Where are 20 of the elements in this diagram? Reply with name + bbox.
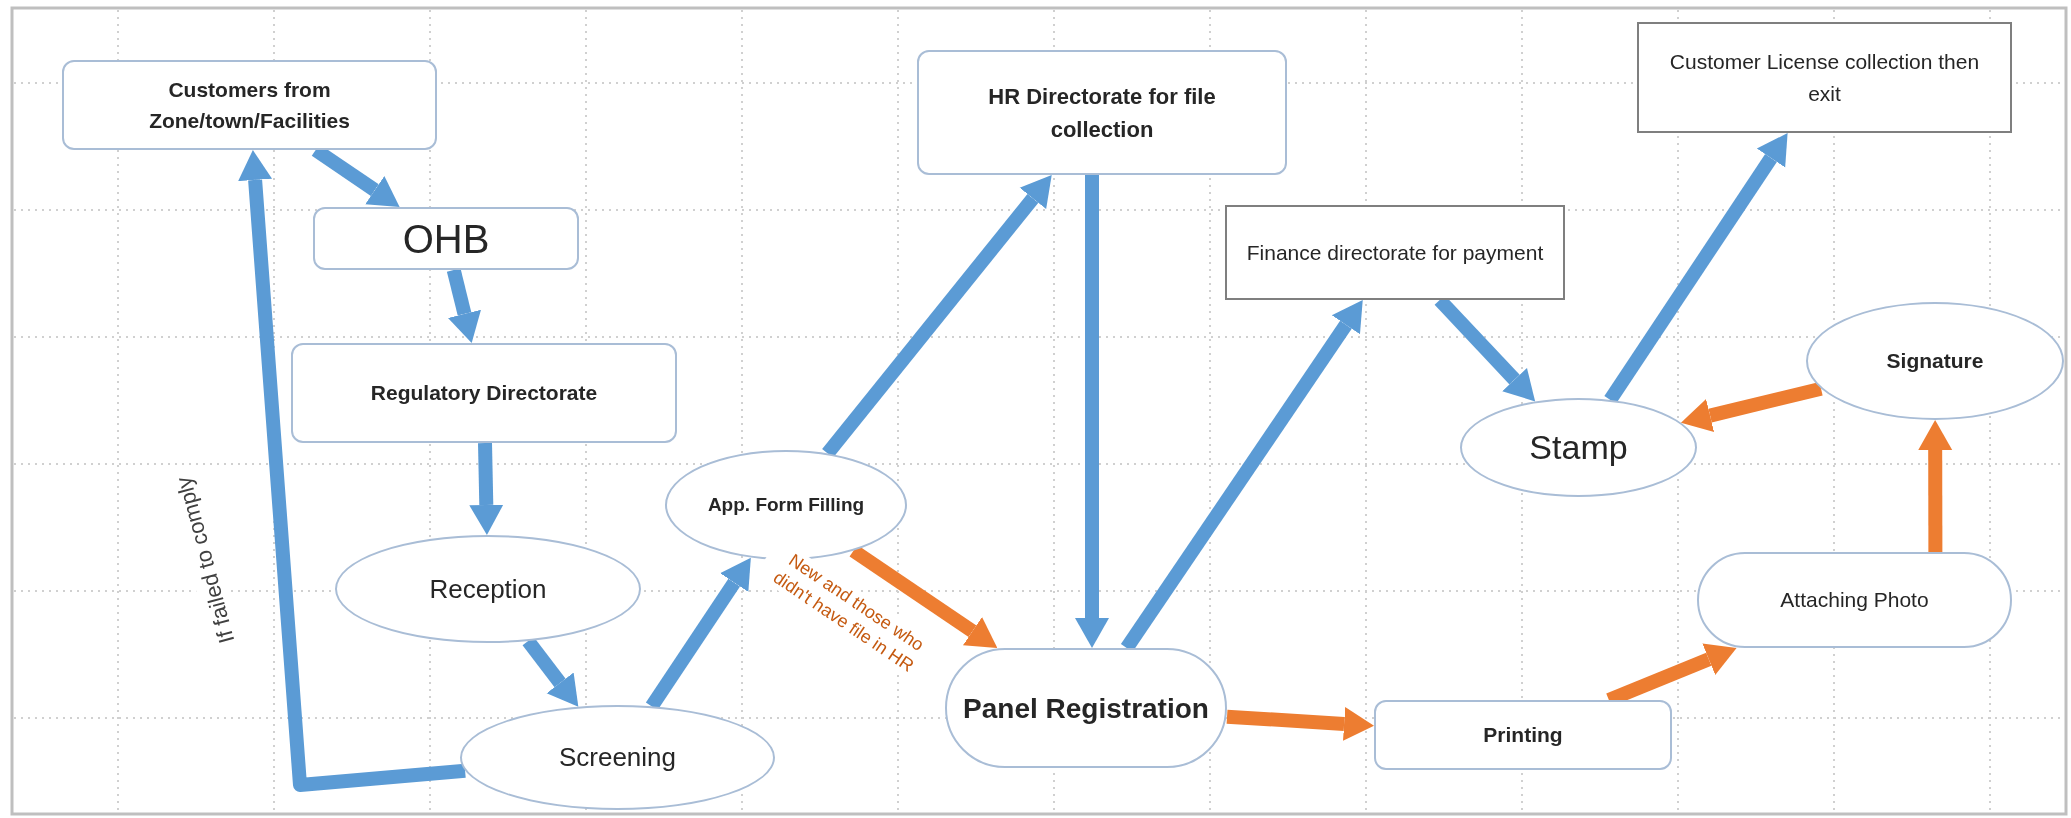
process-pill: Panel Registration (945, 648, 1227, 768)
process-box: Finance directorate for payment (1225, 205, 1565, 300)
arrow (446, 268, 481, 344)
process-ellipse: Signature (1806, 302, 2064, 420)
process-box: HR Directorate for file collection (917, 50, 1287, 175)
arrow (469, 442, 504, 535)
process-ellipse: Stamp (1460, 398, 1697, 497)
arrow (1918, 420, 1953, 553)
process-ellipse: Reception (335, 535, 641, 643)
process-box: Regulatory Directorate (291, 343, 677, 443)
process-box: Printing (1374, 700, 1672, 770)
arrow (238, 150, 466, 792)
arrow (1680, 381, 1823, 433)
arrow (1075, 175, 1109, 648)
process-pill: Attaching Photo (1697, 552, 2012, 648)
process-box: Customer License collection then exit (1637, 22, 2012, 133)
arrow (1226, 706, 1375, 741)
process-box: Customers from Zone/town/Facilities (62, 60, 437, 150)
process-ellipse: Screening (460, 705, 775, 810)
process-box: OHB (313, 207, 579, 270)
